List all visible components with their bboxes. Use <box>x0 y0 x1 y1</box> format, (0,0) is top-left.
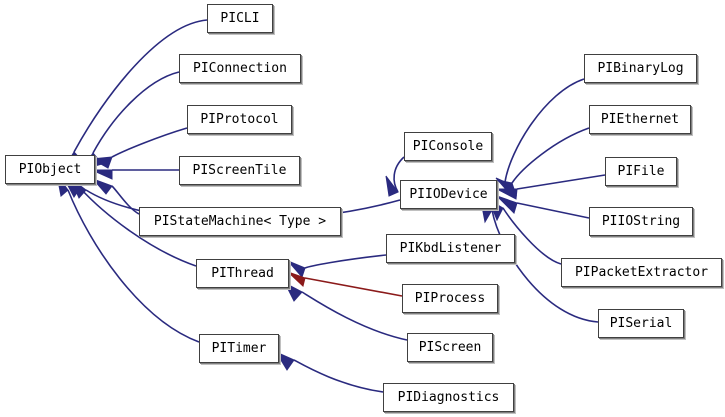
class-node-pibinarylog[interactable]: PIBinaryLog <box>584 54 697 83</box>
class-node-label: PIDiagnostics <box>397 390 500 405</box>
class-node-piconnection[interactable]: PIConnection <box>179 54 301 83</box>
edge-picli-piobject <box>61 19 208 171</box>
class-node-label: PIProtocol <box>200 112 279 127</box>
class-node-pipacketextractor[interactable]: PIPacketExtractor <box>561 258 722 287</box>
edge-pikbdlistener-pithread <box>287 254 387 278</box>
class-node-piscreen[interactable]: PIScreen <box>407 333 493 362</box>
class-node-label: PIProcess <box>414 291 486 306</box>
class-node-label: PIPacketExtractor <box>574 265 709 280</box>
class-node-label: PIFile <box>617 164 665 179</box>
edge-pifile-piiodevice <box>496 174 606 200</box>
edge-piscreen-pithread <box>283 281 408 341</box>
class-node-label: PICLI <box>220 11 260 26</box>
class-node-label: PIBinaryLog <box>597 61 684 76</box>
class-node-pistatemachine[interactable]: PIStateMachine< Type > <box>139 207 341 236</box>
class-node-label: PIObject <box>18 162 82 177</box>
class-node-label: PITimer <box>211 341 267 356</box>
class-node-pikbdlistener[interactable]: PIKbdListener <box>386 234 515 263</box>
class-node-pitimer[interactable]: PITimer <box>199 334 279 363</box>
class-node-piprotocol[interactable]: PIProtocol <box>187 105 292 134</box>
edge-piiostring-piiodevice <box>496 195 590 219</box>
class-node-picli[interactable]: PICLI <box>207 4 273 33</box>
class-node-label: PISerial <box>609 316 673 331</box>
edge-piconnection-piobject <box>79 71 180 171</box>
edge-piprocess-pithread <box>287 271 403 297</box>
class-node-label: PIEthernet <box>600 112 680 127</box>
class-node-piprocess[interactable]: PIProcess <box>402 284 498 313</box>
class-node-label: PIConnection <box>193 61 287 76</box>
class-node-label: PIIODevice <box>409 187 488 202</box>
class-node-label: PIThread <box>211 266 274 281</box>
class-node-label: PIScreenTile <box>192 163 287 178</box>
class-node-piiodevice[interactable]: PIIODevice <box>400 180 497 209</box>
class-node-piethernet[interactable]: PIEthernet <box>589 105 691 134</box>
class-node-label: PIScreen <box>418 340 482 355</box>
edge-piprotocol-piobject <box>90 127 188 169</box>
class-node-piobject[interactable]: PIObject <box>5 155 95 184</box>
edge-piscreentile-piobject <box>91 169 179 180</box>
edge-pistatemachine-piobject <box>92 178 140 215</box>
class-node-pidiagnostics[interactable]: PIDiagnostics <box>383 383 514 412</box>
class-node-label: PIIOString <box>601 214 681 229</box>
class-node-pifile[interactable]: PIFile <box>605 157 677 186</box>
class-node-label: PIKbdListener <box>399 241 502 256</box>
class-node-label: PIStateMachine< Type > <box>153 214 327 229</box>
class-node-label: PIConsole <box>412 139 484 154</box>
class-node-piiostring[interactable]: PIIOString <box>589 207 693 236</box>
edge-pidiagnostics-pitimer <box>274 350 384 393</box>
class-node-piconsole[interactable]: PIConsole <box>404 132 492 161</box>
edge-piconsole-piiodevice <box>385 156 405 197</box>
class-node-piscreentile[interactable]: PIScreenTile <box>179 156 300 185</box>
class-node-pithread[interactable]: PIThread <box>196 259 289 288</box>
class-node-piserial[interactable]: PISerial <box>598 309 684 338</box>
